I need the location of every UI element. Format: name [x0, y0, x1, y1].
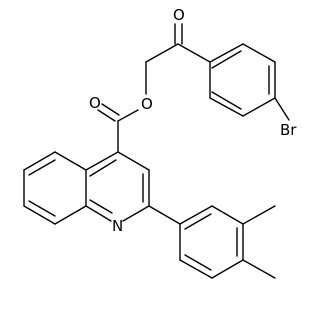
bond — [211, 259, 244, 279]
bromine-label: Br — [280, 121, 297, 139]
bond — [274, 97, 290, 121]
bond — [184, 213, 212, 230]
bond — [209, 43, 244, 63]
bond — [28, 159, 56, 176]
bond — [209, 97, 244, 117]
bond — [23, 151, 56, 171]
bond — [211, 91, 242, 110]
bond — [54, 205, 87, 225]
carbonyl-oxygen-label: O — [173, 6, 185, 24]
bond — [122, 205, 150, 222]
bond — [89, 159, 117, 177]
bond — [242, 259, 276, 279]
bond — [117, 151, 150, 171]
bond — [179, 205, 213, 225]
bond — [85, 205, 112, 222]
bonds — [23, 23, 290, 279]
bond — [28, 200, 56, 217]
bond — [145, 43, 179, 63]
bond — [23, 205, 56, 225]
nitrogen-label: N — [112, 217, 123, 235]
bond — [179, 259, 213, 279]
bond — [54, 151, 87, 171]
bond — [242, 205, 276, 225]
bond — [101, 103, 120, 116]
bond — [211, 205, 244, 225]
ester-carbonyl-oxygen-label: O — [89, 94, 101, 112]
bond — [184, 254, 212, 271]
bond — [211, 50, 242, 69]
bond — [177, 43, 211, 63]
bond — [97, 109, 116, 122]
bond — [85, 151, 119, 171]
ester-oxygen-label: O — [141, 95, 153, 113]
bond — [242, 43, 276, 63]
bond — [148, 205, 181, 225]
bond — [89, 199, 113, 214]
bond — [117, 109, 139, 122]
bond — [242, 97, 276, 117]
atom-labels: O O O Br N — [89, 6, 297, 235]
